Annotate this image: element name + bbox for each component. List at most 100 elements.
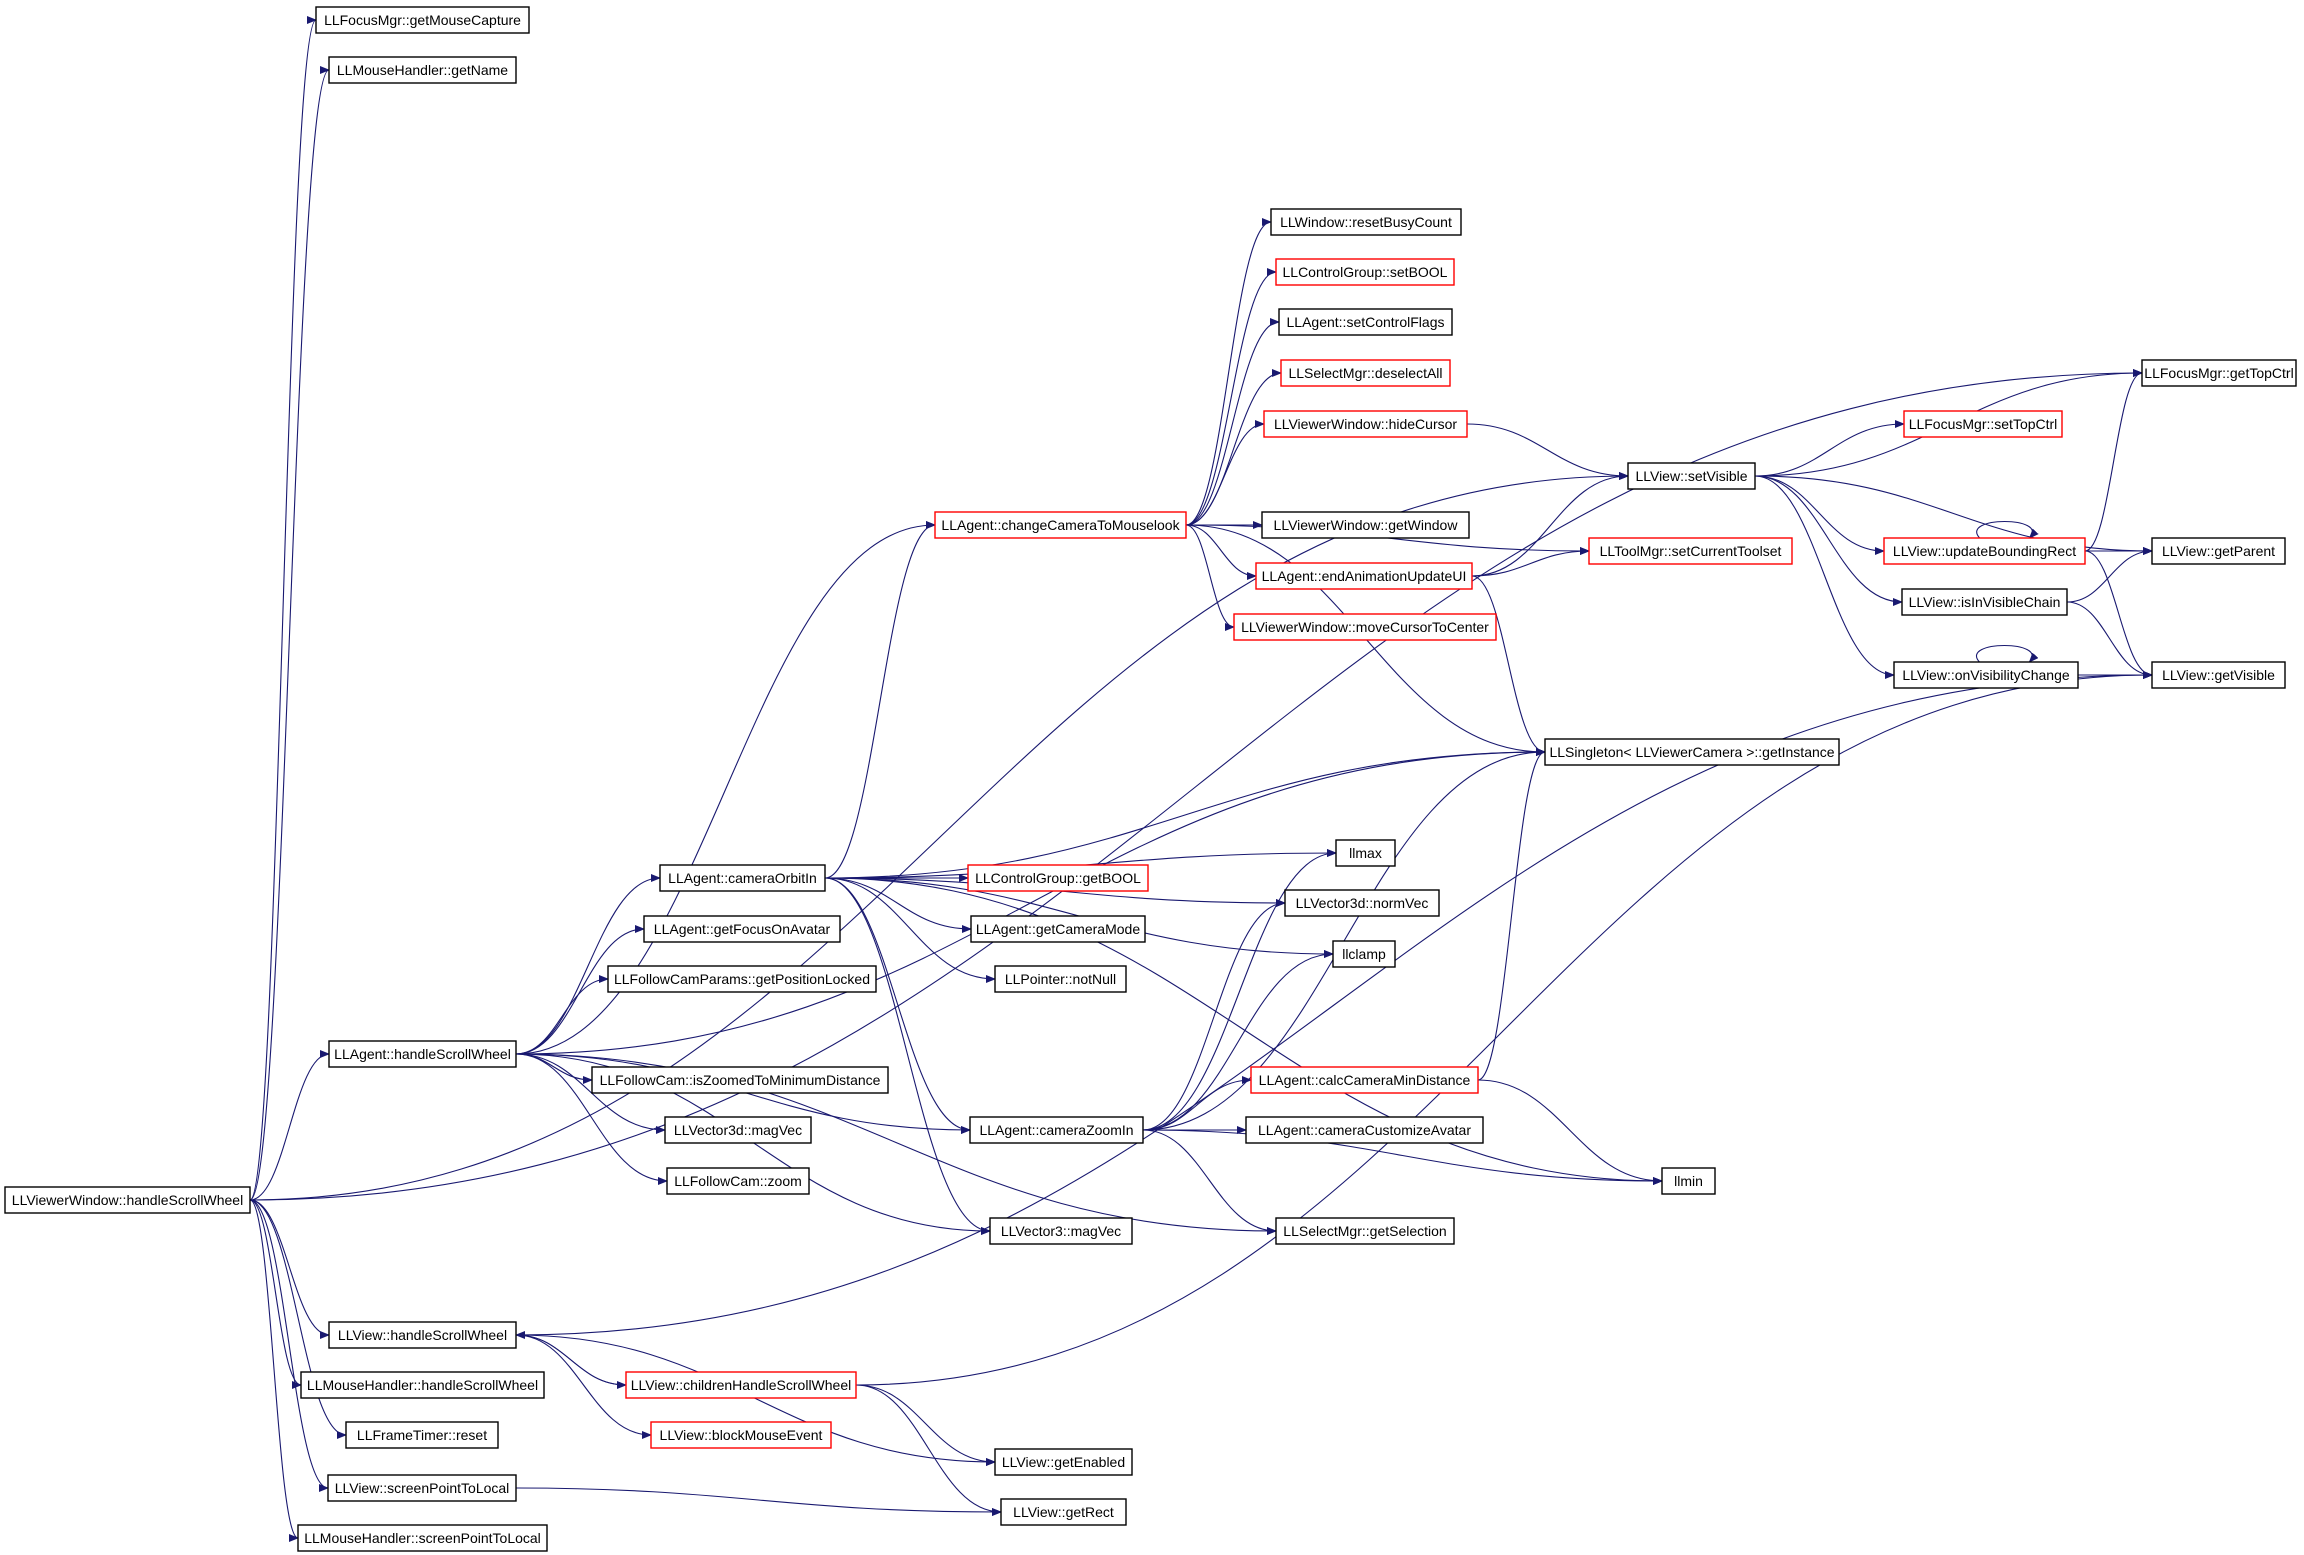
node-llcontrolgroup-getbool[interactable]: LLControlGroup::getBOOL [967,864,1149,892]
edge-llagent-cameraorbitin-to-llagent-getcameramode [824,877,972,933]
node-llvector3d-normvec[interactable]: LLVector3d::normVec [1284,889,1440,917]
node-llagent-camerazoomin[interactable]: LLAgent::cameraZoomIn [969,1116,1144,1144]
node-llagent-getfocusonavatar[interactable]: LLAgent::getFocusOnAvatar [643,915,841,943]
node-llvector3d-magvec[interactable]: LLVector3d::magVec [664,1116,812,1144]
node-label: LLVector3d::normVec [1296,895,1429,911]
node-llview-getrect[interactable]: LLView::getRect [1000,1498,1127,1526]
node-llvector3-magvec[interactable]: LLVector3::magVec [989,1217,1133,1245]
node-llmousehandler-screenpointtolocal[interactable]: LLMouseHandler::screenPointToLocal [297,1524,548,1552]
node-llclamp[interactable]: llclamp [1332,940,1396,968]
node-llagent-cameracustomizeavatar[interactable]: LLAgent::cameraCustomizeAvatar [1245,1116,1484,1144]
node-box [1245,1116,1484,1144]
node-label: LLView::blockMouseEvent [660,1427,823,1443]
node-llviewerwindow-movecursortocenter[interactable]: LLViewerWindow::moveCursorToCenter [1233,613,1497,641]
node-box [2151,661,2286,689]
node-box [297,1524,548,1552]
edge-llagent-endanimationupdateui-to-llsingleton-llviewercamera-getinstance [1471,575,1546,756]
node-llagent-handlescrollwheel[interactable]: LLAgent::handleScrollWheel [328,1040,517,1068]
node-llview-onvisibilitychange[interactable]: LLView::onVisibilityChange [1893,661,2079,689]
node-llviewerwindow-hidecursor[interactable]: LLViewerWindow::hideCursor [1263,410,1468,438]
node-llcontrolgroup-setbool[interactable]: LLControlGroup::setBOOL [1275,258,1455,286]
node-llmin[interactable]: llmin [1661,1167,1716,1195]
node-label: LLFocusMgr::getMouseCapture [324,12,521,28]
node-llfollowcamparams-getpositionlocked[interactable]: LLFollowCamParams::getPositionLocked [607,965,877,993]
node-label: LLViewerWindow::getWindow [1274,517,1459,533]
node-llview-setvisible[interactable]: LLView::setVisible [1627,462,1756,490]
node-lltoolmgr-setcurrenttoolset[interactable]: LLToolMgr::setCurrentToolset [1588,537,1793,565]
node-box [1275,258,1455,286]
node-box [989,1217,1133,1245]
node-llselectmgr-getselection[interactable]: LLSelectMgr::getSelection [1275,1217,1455,1245]
node-llview-childrenhandlescrollwheel[interactable]: LLView::childrenHandleScrollWheel [625,1371,857,1399]
node-llview-getparent[interactable]: LLView::getParent [2151,537,2286,565]
node-llagent-cameraorbitin[interactable]: LLAgent::cameraOrbitIn [659,864,826,892]
edges-layer [249,16,2153,1542]
node-llagent-changecameratomouselook[interactable]: LLAgent::changeCameraToMouselook [934,511,1187,539]
node-box [625,1371,857,1399]
node-label: LLVector3::magVec [1001,1223,1121,1239]
node-llview-updateboundingrect[interactable]: LLView::updateBoundingRect [1883,537,2086,565]
node-llview-isinvisiblechain[interactable]: LLView::isInVisibleChain [1901,588,2068,616]
node-label: LLAgent::calcCameraMinDistance [1259,1072,1471,1088]
edge-llview-childrenhandlescrollwheel-to-llview-handlescrollwheel [515,1331,627,1386]
node-label: LLFollowCamParams::getPositionLocked [614,971,870,987]
node-box [969,1116,1144,1144]
node-box [345,1421,499,1449]
node-llfocusmgr-gettopctrl[interactable]: LLFocusMgr::getTopCtrl [2141,359,2297,387]
node-label: LLAgent::cameraOrbitIn [668,870,817,886]
node-label: LLControlGroup::setBOOL [1283,264,1448,280]
node-llsingleton-llviewercamera-getinstance[interactable]: LLSingleton< LLViewerCamera >::getInstan… [1544,738,1840,766]
edge-llviewerwindow-handlescrollwheel-to-llmousehandler-getname [249,66,330,1201]
node-llmax[interactable]: llmax [1335,839,1396,867]
node-llview-handlescrollwheel[interactable]: LLView::handleScrollWheel [328,1321,517,1349]
node-llfollowcam-zoom[interactable]: LLFollowCam::zoom [666,1167,810,1195]
edge-llagent-handlescrollwheel-to-llselectmgr-getselection [515,1053,1277,1235]
node-label: LLView::getEnabled [1002,1454,1125,1470]
node-box [967,864,1149,892]
edge-llview-childrenhandlescrollwheel-to-llview-getvisible [855,671,2153,1386]
node-llpointer-notnull[interactable]: LLPointer::notNull [994,965,1127,993]
node-llfocusmgr-getmousecapture[interactable]: LLFocusMgr::getMouseCapture [315,6,530,34]
node-llviewerwindow-handlescrollwheel[interactable]: LLViewerWindow::handleScrollWheel [4,1186,251,1214]
node-box [327,1474,517,1502]
edge-llview-setvisible-to-llview-updateboundingrect [1754,475,1885,555]
node-llview-screenpointtolocal[interactable]: LLView::screenPointToLocal [327,1474,517,1502]
edge-llviewerwindow-handlescrollwheel-to-llmousehandler-screenpointtolocal [249,1199,299,1542]
edge-llview-childrenhandlescrollwheel-to-llview-getenabled [855,1384,996,1466]
node-box [328,56,517,84]
node-llagent-getcameramode[interactable]: LLAgent::getCameraMode [970,915,1146,943]
node-llfocusmgr-settopctrl[interactable]: LLFocusMgr::setTopCtrl [1903,410,2063,438]
node-box [970,915,1146,943]
node-llmousehandler-handlescrollwheel[interactable]: LLMouseHandler::handleScrollWheel [300,1371,545,1399]
node-llagent-calccameramindistance[interactable]: LLAgent::calcCameraMinDistance [1250,1066,1479,1094]
edge-llagent-changecameratomouselook-to-llagent-endanimationupdateui [1185,524,1257,580]
node-label: LLView::setVisible [1635,468,1747,484]
node-llagent-setcontrolflags[interactable]: LLAgent::setControlFlags [1278,308,1453,336]
node-box [1332,940,1396,968]
node-llselectmgr-deselectall[interactable]: LLSelectMgr::deselectAll [1280,359,1451,387]
node-label: LLAgent::handleScrollWheel [334,1046,511,1062]
node-label: LLWindow::resetBusyCount [1280,214,1452,230]
node-label: LLAgent::getFocusOnAvatar [654,921,831,937]
node-label: LLFollowCam::zoom [674,1173,802,1189]
node-box [1270,208,1462,236]
node-llwindow-resetbusycount[interactable]: LLWindow::resetBusyCount [1270,208,1462,236]
node-box [1284,889,1440,917]
node-llviewerwindow-getwindow[interactable]: LLViewerWindow::getWindow [1261,511,1470,539]
node-llview-getvisible[interactable]: LLView::getVisible [2151,661,2286,689]
node-llmousehandler-getname[interactable]: LLMouseHandler::getName [328,56,517,84]
node-llfollowcam-iszoomedtominimumdistance[interactable]: LLFollowCam::isZoomedToMinimumDistance [591,1066,889,1094]
node-llview-getenabled[interactable]: LLView::getEnabled [994,1448,1133,1476]
node-label: LLView::getRect [1013,1504,1114,1520]
node-label: LLAgent::getCameraMode [976,921,1140,937]
node-box [659,864,826,892]
edge-llviewerwindow-handlescrollwheel-to-llfocusmgr-gettopctrl [249,369,2143,1201]
edge-llagent-handlescrollwheel-to-llvector3d-magvec [515,1053,666,1134]
node-llview-blockmouseevent[interactable]: LLView::blockMouseEvent [650,1421,832,1449]
node-llagent-endanimationupdateui[interactable]: LLAgent::endAnimationUpdateUI [1255,562,1473,590]
node-box [1261,511,1470,539]
edge-llagent-cameraorbitin-to-llsingleton-llviewercamera-getinstance [824,748,1546,879]
node-box [1893,661,2079,689]
node-llframetimer-reset[interactable]: LLFrameTimer::reset [345,1421,499,1449]
node-label: LLFrameTimer::reset [357,1427,487,1443]
